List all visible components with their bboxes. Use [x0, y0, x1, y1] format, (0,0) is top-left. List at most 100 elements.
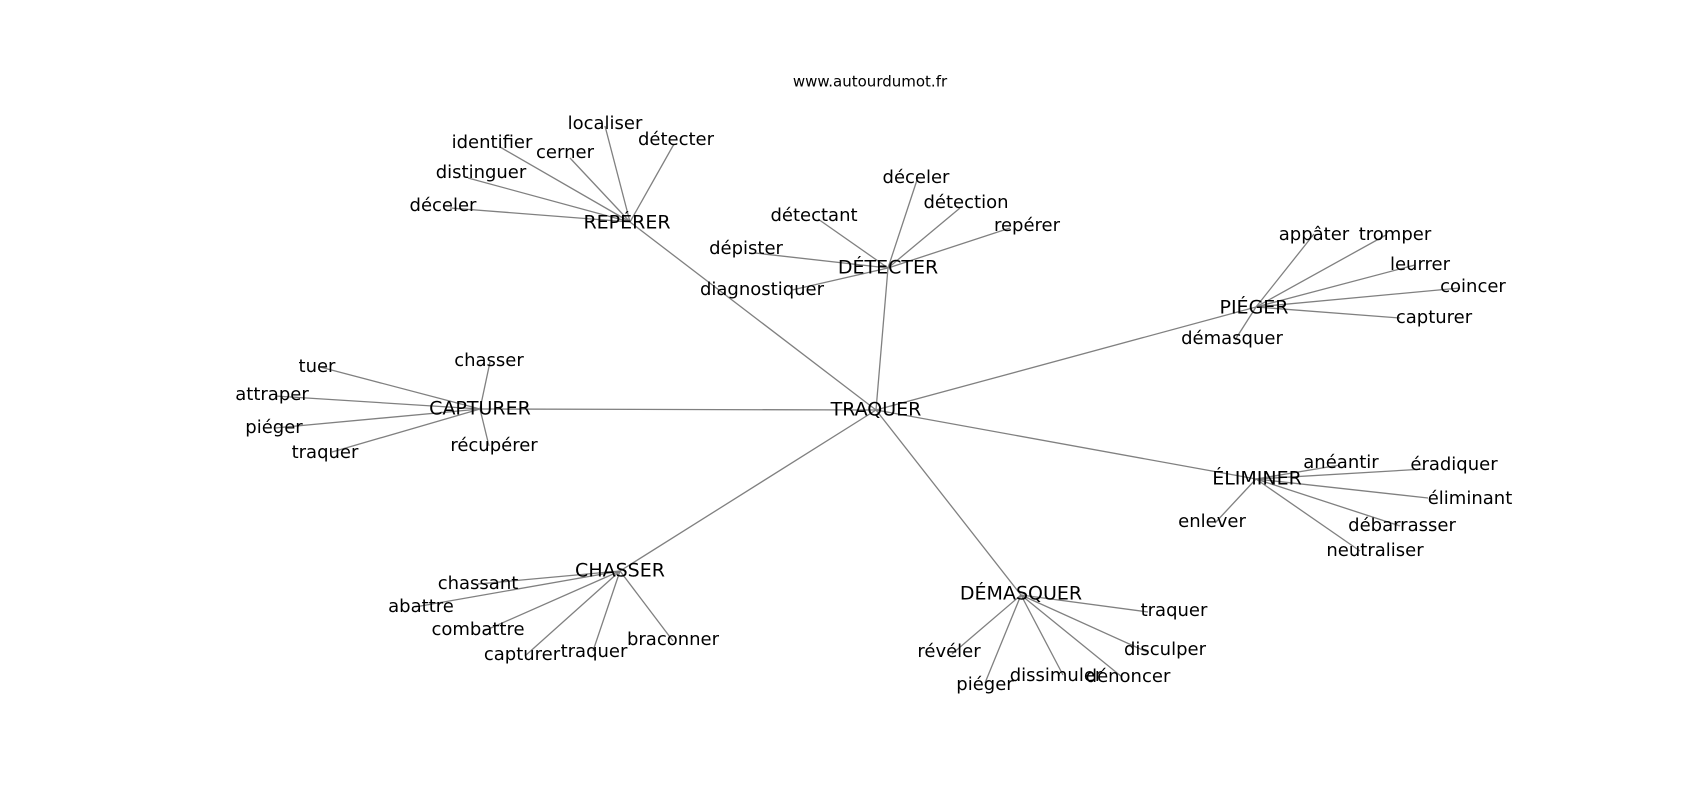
- source-watermark: www.autourdumot.fr: [793, 73, 948, 91]
- node-hub-chasser[interactable]: CHASSER: [575, 560, 665, 582]
- edge-pieger-coincer: [1255, 287, 1461, 308]
- edge-root-demasquer: [875, 409, 1022, 596]
- node-leaf-demasquer-disculper[interactable]: disculper: [1124, 639, 1207, 660]
- node-leaf-pieger-tromper[interactable]: tromper: [1359, 224, 1432, 245]
- edge-capturer-recuperer: [479, 408, 490, 447]
- node-leaf-detecter-detection[interactable]: détection: [923, 192, 1008, 213]
- edge-eliminer-eradiquer: [1255, 468, 1426, 480]
- edge-pieger-leurrer: [1255, 264, 1416, 308]
- node-leaf-demasquer-reveler[interactable]: révéler: [917, 641, 981, 662]
- edge-pieger-appater: [1255, 233, 1315, 308]
- node-leaf-eliminer-neutraliser[interactable]: neutraliser: [1326, 540, 1424, 561]
- node-leaf-reperer-detecter[interactable]: détecter: [638, 129, 715, 150]
- node-leaf-capturer-attraper[interactable]: attraper: [235, 384, 309, 405]
- edge-capturer-chasser: [479, 361, 491, 410]
- node-leaf-chasser-chassant[interactable]: chassant: [438, 573, 519, 594]
- node-root-traquer[interactable]: TRAQUER: [830, 399, 922, 421]
- edge-chasser-chassant: [477, 570, 621, 585]
- node-leaf-demasquer-traquer[interactable]: traquer: [1141, 600, 1208, 621]
- edge-pieger-demasquer: [1234, 306, 1257, 341]
- edge-demasquer-denoncer: [1020, 594, 1123, 678]
- edge-detecter-depister: [754, 252, 889, 269]
- node-leaf-eliminer-enlever[interactable]: enlever: [1178, 511, 1246, 532]
- edge-eliminer-eliminant: [1255, 478, 1429, 499]
- node-leaf-eliminer-eliminant[interactable]: éliminant: [1428, 488, 1513, 509]
- node-leaf-demasquer-pieger[interactable]: piéger: [956, 674, 1014, 695]
- edge-pieger-tromper: [1255, 234, 1387, 308]
- edge-detecter-deceler: [887, 179, 918, 269]
- edge-demasquer-dissimuler: [1020, 594, 1064, 676]
- edge-eliminer-aneantir: [1255, 464, 1341, 480]
- edge-chasser-combattre: [483, 570, 621, 632]
- edge-root-capturer: [479, 408, 877, 411]
- node-hub-pieger[interactable]: PIÉGER: [1220, 296, 1289, 319]
- edge-root-reperer: [629, 221, 877, 411]
- node-hub-detecter[interactable]: DÉTECTER: [838, 256, 938, 279]
- node-leaf-chasser-abattre[interactable]: abattre: [388, 596, 454, 617]
- node-leaf-eliminer-aneantir[interactable]: anéantir: [1303, 452, 1379, 473]
- edge-detecter-reperer: [887, 227, 1011, 269]
- node-leaf-chasser-braconner[interactable]: braconner: [627, 629, 720, 650]
- edge-root-pieger: [875, 306, 1257, 411]
- edge-chasser-traquer: [592, 570, 621, 652]
- edge-reperer-localiser: [604, 125, 631, 223]
- node-hub-reperer[interactable]: REPÉRER: [583, 211, 670, 234]
- edge-chasser-abattre: [414, 570, 621, 608]
- node-hub-capturer[interactable]: CAPTURER: [429, 398, 531, 420]
- edge-eliminer-debarrasser: [1255, 478, 1401, 527]
- node-leaf-pieger-coincer[interactable]: coincer: [1440, 276, 1506, 297]
- node-leaf-reperer-identifier[interactable]: identifier: [452, 132, 533, 153]
- edge-demasquer-reveler: [951, 594, 1022, 655]
- edge-detecter-detectant: [817, 218, 889, 269]
- node-leaf-pieger-leurrer[interactable]: leurrer: [1390, 254, 1451, 275]
- edge-detecter-detection: [887, 207, 961, 269]
- node-leaf-capturer-traquer[interactable]: traquer: [292, 442, 359, 463]
- edge-pieger-capturer: [1255, 306, 1401, 319]
- edge-root-detecter: [875, 267, 889, 411]
- node-hub-eliminer[interactable]: ÉLIMINER: [1212, 467, 1302, 490]
- edge-detecter-diagnostiquer: [791, 267, 889, 291]
- node-leaf-eliminer-debarrasser[interactable]: débarrasser: [1348, 515, 1456, 536]
- edge-capturer-pieger: [274, 408, 481, 429]
- edge-eliminer-neutraliser: [1255, 478, 1361, 552]
- edge-capturer-attraper: [274, 395, 481, 410]
- node-leaf-demasquer-dissimuler[interactable]: dissimuler: [1010, 665, 1103, 686]
- node-leaf-chasser-capturer[interactable]: capturer: [484, 644, 561, 665]
- node-leaf-capturer-pieger[interactable]: piéger: [245, 417, 303, 438]
- node-leaf-capturer-chasser[interactable]: chasser: [454, 350, 524, 371]
- edge-eliminer-enlever: [1214, 478, 1257, 524]
- node-leaf-eliminer-eradiquer[interactable]: éradiquer: [1410, 454, 1498, 475]
- node-leaf-detecter-deceler[interactable]: déceler: [883, 167, 951, 188]
- edge-demasquer-pieger: [984, 594, 1022, 684]
- edge-root-eliminer: [875, 409, 1257, 480]
- node-leaf-capturer-recuperer[interactable]: récupérer: [450, 435, 538, 456]
- edge-chasser-braconner: [619, 570, 674, 642]
- edge-reperer-cerner: [569, 157, 631, 223]
- edge-reperer-detecter: [629, 143, 675, 223]
- node-leaf-detecter-diagnostiquer[interactable]: diagnostiquer: [700, 279, 825, 300]
- node-leaf-detecter-depister[interactable]: dépister: [709, 238, 783, 259]
- edge-capturer-tuer: [319, 366, 481, 410]
- node-leaf-pieger-appater[interactable]: appâter: [1279, 224, 1350, 245]
- graph-edges: [274, 125, 1461, 684]
- node-leaf-detecter-reperer[interactable]: repérer: [994, 215, 1061, 236]
- edge-root-chasser: [619, 409, 877, 572]
- node-hub-demasquer[interactable]: DÉMASQUER: [960, 582, 1082, 605]
- node-leaf-reperer-distinguer[interactable]: distinguer: [436, 162, 527, 183]
- edge-reperer-identifier: [499, 146, 631, 223]
- node-leaf-reperer-cerner[interactable]: cerner: [536, 142, 595, 163]
- node-leaf-chasser-traquer[interactable]: traquer: [561, 641, 628, 662]
- node-leaf-capturer-tuer[interactable]: tuer: [299, 356, 337, 377]
- edge-chasser-capturer: [524, 570, 621, 657]
- node-leaf-demasquer-denoncer[interactable]: dénoncer: [1086, 666, 1171, 687]
- node-leaf-reperer-localiser[interactable]: localiser: [568, 113, 643, 134]
- edge-demasquer-disculper: [1020, 594, 1148, 653]
- node-leaf-pieger-capturer[interactable]: capturer: [1396, 307, 1473, 328]
- node-leaf-pieger-demasquer[interactable]: démasquer: [1181, 328, 1283, 349]
- node-leaf-chasser-combattre[interactable]: combattre: [431, 619, 524, 640]
- edge-reperer-deceler: [449, 207, 631, 223]
- node-leaf-detecter-detectant[interactable]: détectant: [770, 205, 857, 226]
- node-leaf-reperer-deceler[interactable]: déceler: [410, 195, 478, 216]
